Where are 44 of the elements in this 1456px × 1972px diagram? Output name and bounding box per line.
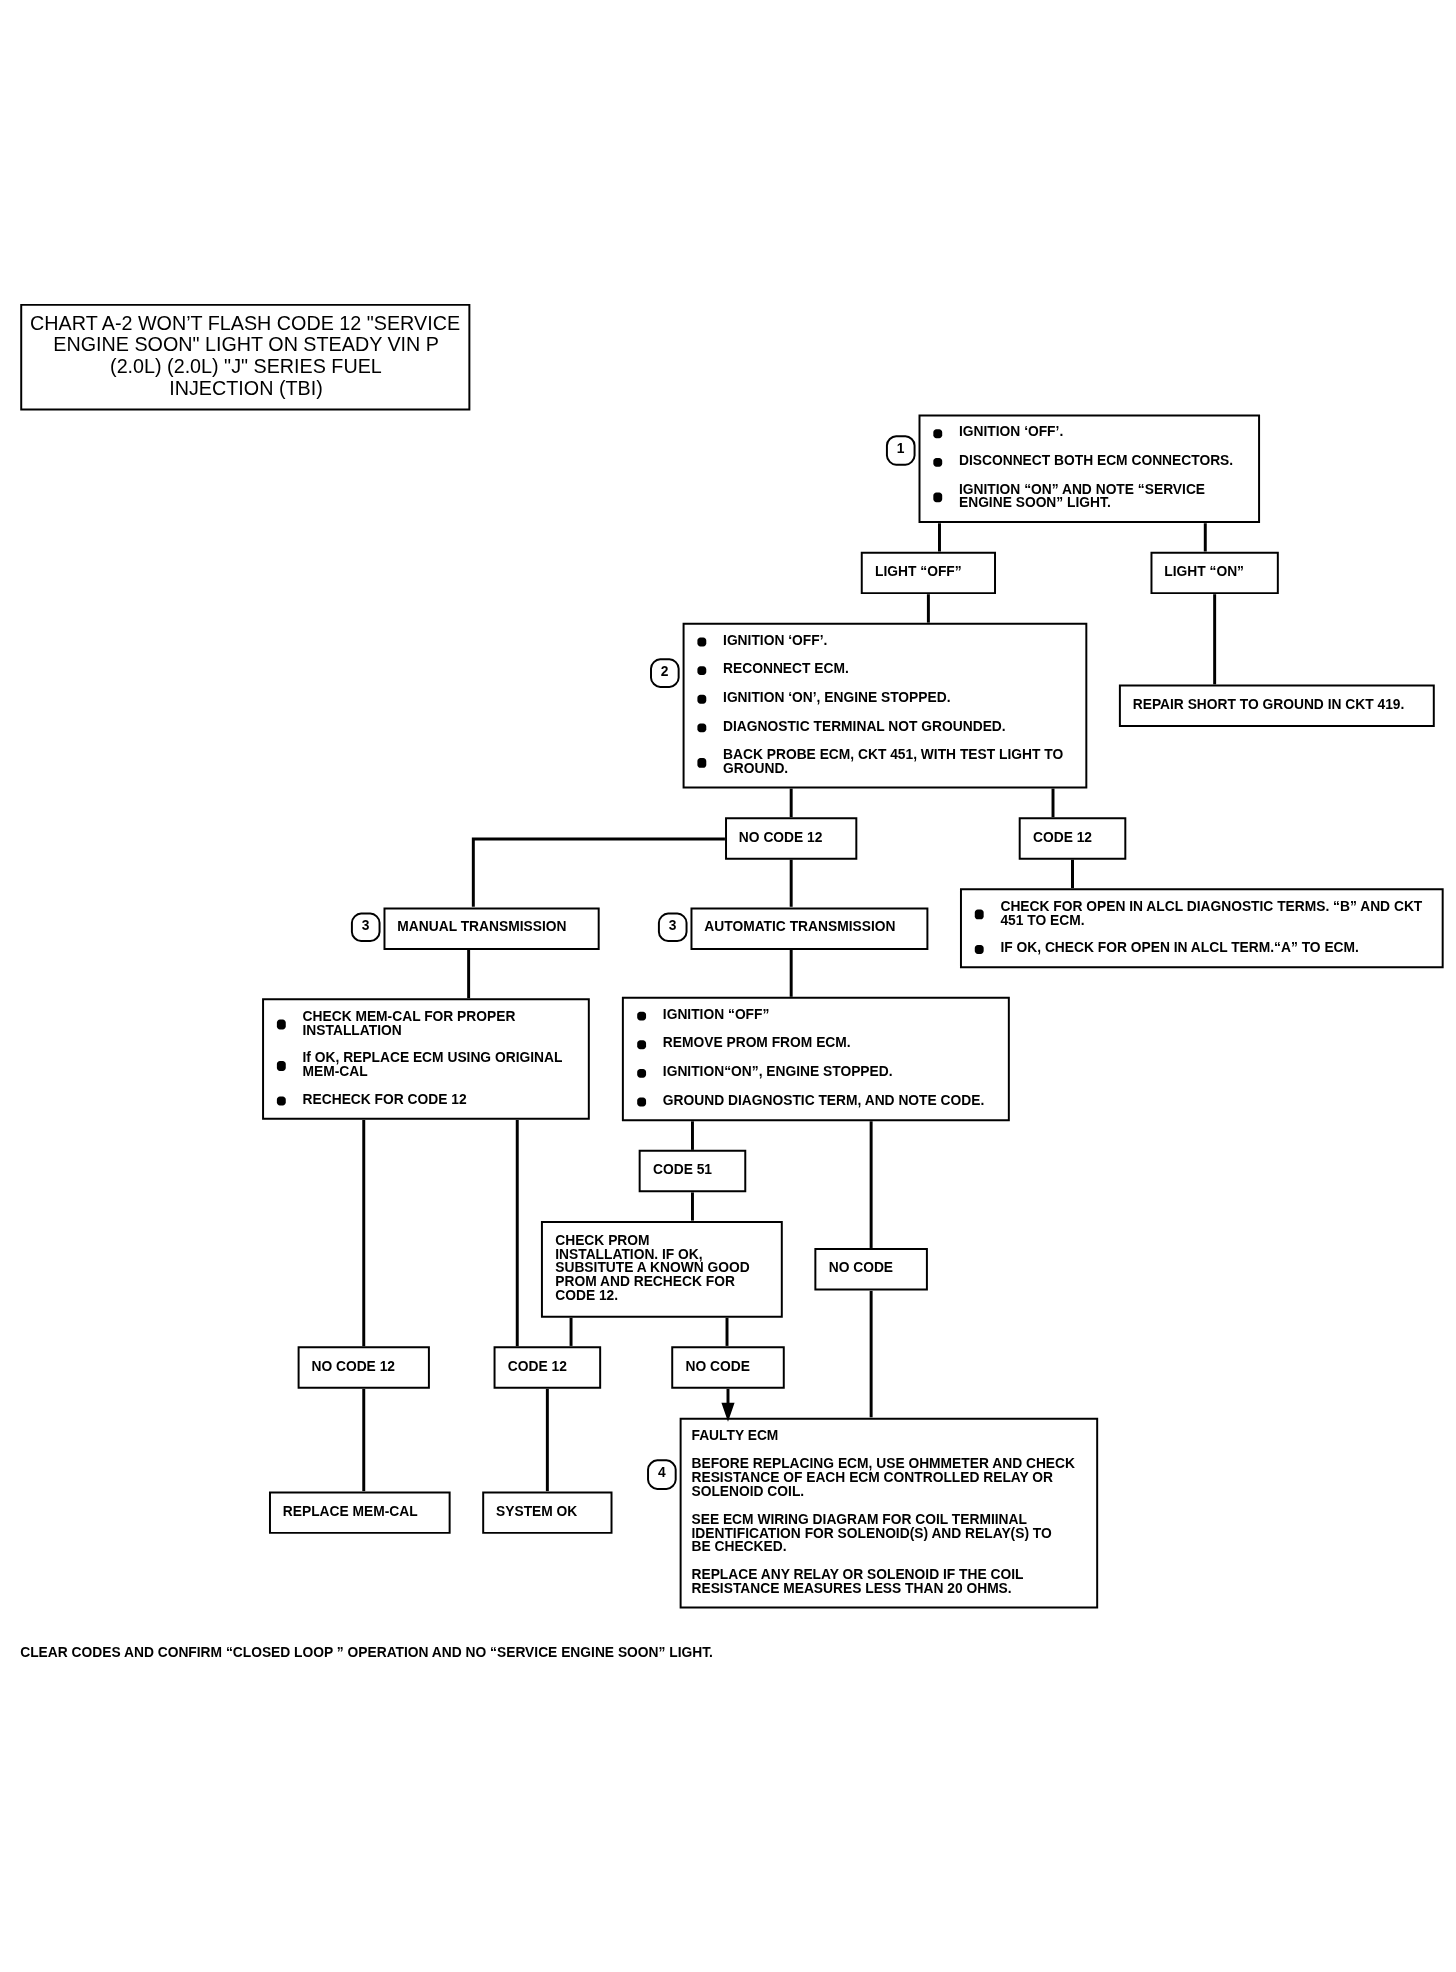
connector (926, 594, 930, 623)
connector (869, 1290, 873, 1418)
node-box: NO CODE (814, 1248, 928, 1291)
node-box: NO CODE (671, 1346, 785, 1389)
connector (515, 1120, 519, 1347)
node-box: CHECK FOR OPEN IN ALCL DIAGNOSTIC TERMS. “B” AND CKT 451 TO ECM. IF OK, CHECK FOR OPEN IN ALCL TERM.“A” TO ECM. (959, 888, 1444, 969)
node-box: SYSTEM OK (482, 1491, 613, 1534)
connector (938, 523, 941, 552)
connector (569, 1317, 573, 1346)
node-label: 3 (668, 916, 677, 933)
connector (725, 1317, 729, 1346)
connector (869, 1121, 873, 1248)
node-box: CODE 12 (1018, 817, 1127, 860)
connector (691, 1121, 694, 1150)
connector (789, 859, 793, 907)
node-label: 4 (657, 1463, 666, 1480)
node-box: NO CODE 12 (725, 817, 858, 860)
connector (467, 949, 471, 999)
node-label: 1 (896, 439, 905, 456)
node-box: LIGHT “OFF” (860, 551, 996, 595)
node-box: REPLACE MEM-CAL (269, 1491, 451, 1534)
node-box: IGNITION “OFF” REMOVE PROM FROM ECM. IGNITION“ON”, ENGINE STOPPED. GROUND DIAGNOSTIC TERM, AND NOTE CODE. (621, 996, 1010, 1122)
connector (362, 1120, 366, 1347)
diagram-title: CHART A-2 WON’T FLASH CODE 12 "SERVICE ENGINE SOON" LIGHT ON STEADY VIN P (2.0L) (2.0L) "J" SERIES FUEL INJECTION (TBI) (30, 311, 461, 399)
connector (362, 1388, 366, 1492)
connector (1213, 594, 1217, 685)
connector (1203, 523, 1207, 552)
node-box: CHECK PROM INSTALLATION. IF OK, SUBSITUTE A KNOWN GOOD PROM AND RECHECK FOR CODE 12. (540, 1220, 783, 1318)
node-box: REPAIR SHORT TO GROUND IN CKT 419. (1118, 684, 1435, 727)
connector (471, 837, 725, 907)
label: CLEAR CODES AND CONFIRM “CLOSED LOOP ” OPERATION AND NO “SERVICE ENGINE SOON” LIGHT. (20, 1643, 713, 1660)
node-box: CODE 51 (638, 1149, 747, 1193)
node-box: CHECK MEM-CAL FOR PROPER INSTALLATION If OK, REPLACE ECM USING ORIGINAL MEM-CAL RECHECK FOR CODE 12 (262, 998, 590, 1120)
connector (1071, 859, 1074, 889)
node-label: 2 (660, 662, 669, 679)
connector (545, 1388, 549, 1492)
node-box: LIGHT “ON” (1150, 551, 1279, 595)
node-label: 3 (361, 916, 370, 933)
node-box: CODE 12 (493, 1346, 602, 1389)
connector (789, 788, 793, 818)
connector (789, 949, 793, 997)
connector (1051, 788, 1055, 818)
connector (691, 1192, 694, 1221)
node-box: NO CODE 12 (297, 1346, 430, 1389)
